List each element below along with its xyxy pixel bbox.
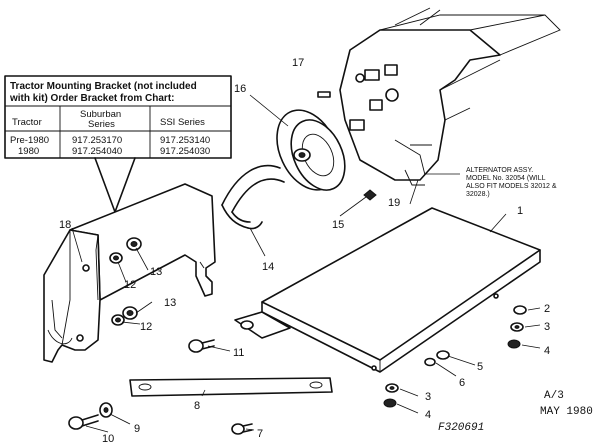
chart-row1-tractor: Pre-1980	[10, 135, 49, 146]
bolt-10	[68, 414, 99, 430]
nut-4-lower	[383, 398, 397, 408]
callout-15: 15	[332, 219, 344, 231]
washer-6	[424, 357, 436, 367]
callout-12-lower: 12	[140, 321, 152, 333]
chart-row2-ssi: 917.254030	[160, 146, 210, 157]
chart-row2-tractor: 1980	[18, 146, 39, 157]
callout-4-right: 4	[544, 345, 550, 357]
washer-2	[513, 305, 527, 315]
nut-15	[363, 189, 377, 201]
callout-2: 2	[544, 303, 550, 315]
alternator-note-line4: 32028.)	[466, 191, 490, 198]
chart-header-suburban: Suburban	[80, 109, 121, 120]
callout-13-upper: 13	[150, 266, 162, 278]
callout-17: 17	[292, 57, 304, 69]
callout-1: 1	[517, 205, 523, 217]
callout-7: 7	[257, 428, 263, 440]
callout-12-upper: 12	[124, 279, 136, 291]
alternator-note-line2: MODEL No. 32054 (WILL	[466, 175, 546, 182]
bolt-11	[188, 339, 215, 353]
bolt-7	[231, 423, 253, 435]
figure-id: F320691	[438, 422, 484, 434]
callout-3-right: 3	[544, 321, 550, 333]
page-reference: A/3	[544, 390, 564, 402]
washer-12-upper	[109, 252, 123, 264]
washer-3-right	[510, 322, 524, 332]
pulley	[276, 109, 346, 191]
callout-8: 8	[194, 400, 200, 412]
leader-lines	[71, 94, 541, 433]
chart-row2-suburban: 917.254040	[72, 146, 122, 157]
callout-5: 5	[477, 361, 483, 373]
callout-19: 19	[388, 197, 400, 209]
mounting-bracket	[43, 183, 216, 363]
callout-9: 9	[134, 423, 140, 435]
washer-3-lower	[385, 383, 399, 393]
washer-9	[99, 402, 113, 418]
chart-header-tractor: Tractor	[12, 117, 42, 128]
washer-12-lower	[111, 314, 125, 326]
nut-13-upper	[126, 237, 142, 251]
belt-tube	[221, 164, 285, 230]
chart-header-suburban-series: Series	[88, 119, 115, 130]
chart-row1-suburban: 917.253170	[72, 135, 122, 146]
callout-14: 14	[262, 261, 274, 273]
callout-10: 10	[102, 433, 114, 445]
callout-11: 11	[233, 347, 244, 359]
nut-13-lower	[122, 306, 138, 320]
chart-title-line1: Tractor Mounting Bracket (not included	[10, 81, 197, 92]
alternator	[317, 7, 561, 186]
revision-date: MAY 1980	[540, 406, 593, 418]
callout-6: 6	[459, 377, 465, 389]
nut-4-right	[507, 339, 521, 349]
chart-title-line2: with kit) Order Bracket from Chart:	[9, 93, 174, 104]
adjusting-strap	[129, 377, 333, 397]
chart-header-ssi: SSI Series	[160, 117, 205, 128]
callout-13-lower: 13	[164, 297, 176, 309]
callout-4-lower: 4	[425, 409, 431, 421]
mounting-plate	[234, 207, 541, 373]
alternator-note: ALTERNATOR ASSY. MODEL No. 32054 (WILL A…	[466, 167, 557, 198]
chart-row1-ssi: 917.253140	[160, 135, 210, 146]
callout-3-lower: 3	[425, 391, 431, 403]
bracket-order-chart: Tractor Mounting Bracket (not included w…	[4, 75, 232, 213]
alternator-note-line1: ALTERNATOR ASSY.	[466, 167, 533, 174]
nut-5	[436, 350, 450, 360]
alternator-note-line3: ALSO FIT MODELS 32012 &	[466, 183, 557, 190]
callout-18: 18	[59, 219, 71, 231]
callout-16: 16	[234, 83, 246, 95]
